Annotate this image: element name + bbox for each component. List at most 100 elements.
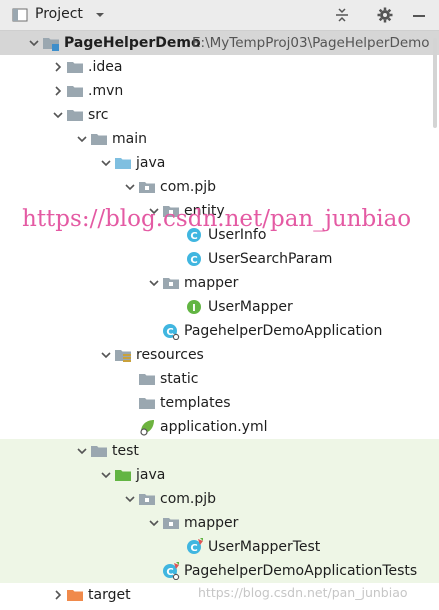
tree-row[interactable]: target [0,583,439,607]
svg-text:I: I [192,303,196,314]
tree-item-label: java [136,155,166,171]
svg-text:C: C [166,567,173,578]
chevron-down-icon[interactable] [124,181,136,193]
tree-item-label: mapper [184,275,239,291]
svg-text:C: C [190,255,197,266]
chevron-down-icon[interactable] [148,277,160,289]
test-source-folder-icon [114,466,132,484]
tree-item-label: static [160,371,199,387]
chevron-down-icon[interactable] [148,517,160,529]
tree-item-label: entity [184,203,225,219]
chevron-down-icon[interactable] [100,349,112,361]
folder-icon [90,442,108,460]
hide-panel-icon[interactable] [411,7,427,27]
package-icon [162,274,180,292]
package-icon [162,202,180,220]
tree-item-label: main [112,131,147,147]
class-icon: C [186,250,204,268]
folder-icon [138,370,156,388]
test-class-icon: C [186,538,204,556]
dropdown-caret-icon[interactable] [95,8,105,24]
tree-row[interactable]: com.pjb [0,175,439,199]
folder-icon [66,106,84,124]
tree-row[interactable]: C PagehelperDemoApplicationTests [0,559,439,583]
tree-item-label: .idea [88,59,123,75]
tree-row[interactable]: java [0,463,439,487]
tree-row[interactable]: I UserMapper [0,295,439,319]
chevron-down-icon[interactable] [28,37,40,49]
tree-item-label: java [136,467,166,483]
panel-title[interactable]: Project [35,6,83,22]
tree-item-label: UserSearchParam [208,251,333,267]
folder-icon [66,82,84,100]
tree-item-label: UserInfo [208,227,267,243]
chevron-down-icon[interactable] [100,157,112,169]
tree-row[interactable]: C UserMapperTest [0,535,439,559]
tree-row[interactable]: mapper [0,511,439,535]
tree-row[interactable]: .mvn [0,79,439,103]
tree-item-label: com.pjb [160,179,217,195]
tree-row[interactable]: .idea [0,55,439,79]
tree-row[interactable]: java [0,151,439,175]
module-path: E:\MyTempProj03\PageHelperDemo [192,35,430,51]
tree-row[interactable]: test [0,439,439,463]
tree-row[interactable]: resources [0,343,439,367]
watermark-small: https://blog.csdn.net/pan_junbiao [198,585,408,600]
resources-folder-icon [114,346,132,364]
svg-text:C: C [166,327,173,338]
settings-gear-icon[interactable] [377,7,393,27]
spring-test-class-icon: C [162,562,180,581]
collapse-all-icon[interactable] [334,7,350,27]
tree-item-label: resources [136,347,204,363]
chevron-right-icon[interactable] [52,61,64,73]
chevron-down-icon[interactable] [100,469,112,481]
tree-item-label: mapper [184,515,239,531]
tree-item-label: UserMapper [208,299,293,315]
svg-text:C: C [190,543,197,554]
chevron-down-icon[interactable] [52,109,64,121]
interface-icon: I [186,298,204,316]
chevron-right-icon[interactable] [52,589,64,601]
tree-item-label: UserMapperTest [208,539,321,555]
chevron-right-icon[interactable] [52,85,64,97]
tree-item-label: PagehelperDemoApplicationTests [184,563,418,579]
tree-row[interactable]: templates [0,391,439,415]
folder-icon [90,130,108,148]
package-icon [138,178,156,196]
tree-row[interactable]: static [0,367,439,391]
tree-item-label: .mvn [88,83,124,99]
tree-item-label: src [88,107,109,123]
spring-yml-icon [138,418,156,436]
tree-item-label: PageHelperDemo [64,35,201,51]
tree-row[interactable]: src [0,103,439,127]
tree-item-label: com.pjb [160,491,217,507]
tree-row[interactable]: application.yml [0,415,439,439]
excluded-folder-icon [66,586,84,604]
folder-icon [138,394,156,412]
tree-row[interactable]: C PagehelperDemoApplication [0,319,439,343]
tree-item-label: PagehelperDemoApplication [184,323,383,339]
watermark: https://blog.csdn.net/pan_junbiao [22,206,412,232]
scrollbar-thumb[interactable] [433,38,437,128]
folder-icon [66,58,84,76]
project-view-icon [12,7,28,27]
tree-row[interactable]: main [0,127,439,151]
chevron-down-icon[interactable] [76,133,88,145]
class-icon: C [186,226,204,244]
chevron-down-icon[interactable] [124,493,136,505]
source-folder-icon [114,154,132,172]
module-folder-icon [42,34,60,52]
tree-item-label: templates [160,395,231,411]
tree-row[interactable]: mapper [0,271,439,295]
chevron-down-icon[interactable] [76,445,88,457]
tree-row[interactable]: com.pjb [0,487,439,511]
tree-item-label: test [112,443,139,459]
package-icon [162,514,180,532]
tree-row[interactable]: entity [0,199,439,223]
spring-boot-class-icon: C [162,322,180,341]
tree-row[interactable]: C UserSearchParam [0,247,439,271]
chevron-down-icon[interactable] [148,205,160,217]
